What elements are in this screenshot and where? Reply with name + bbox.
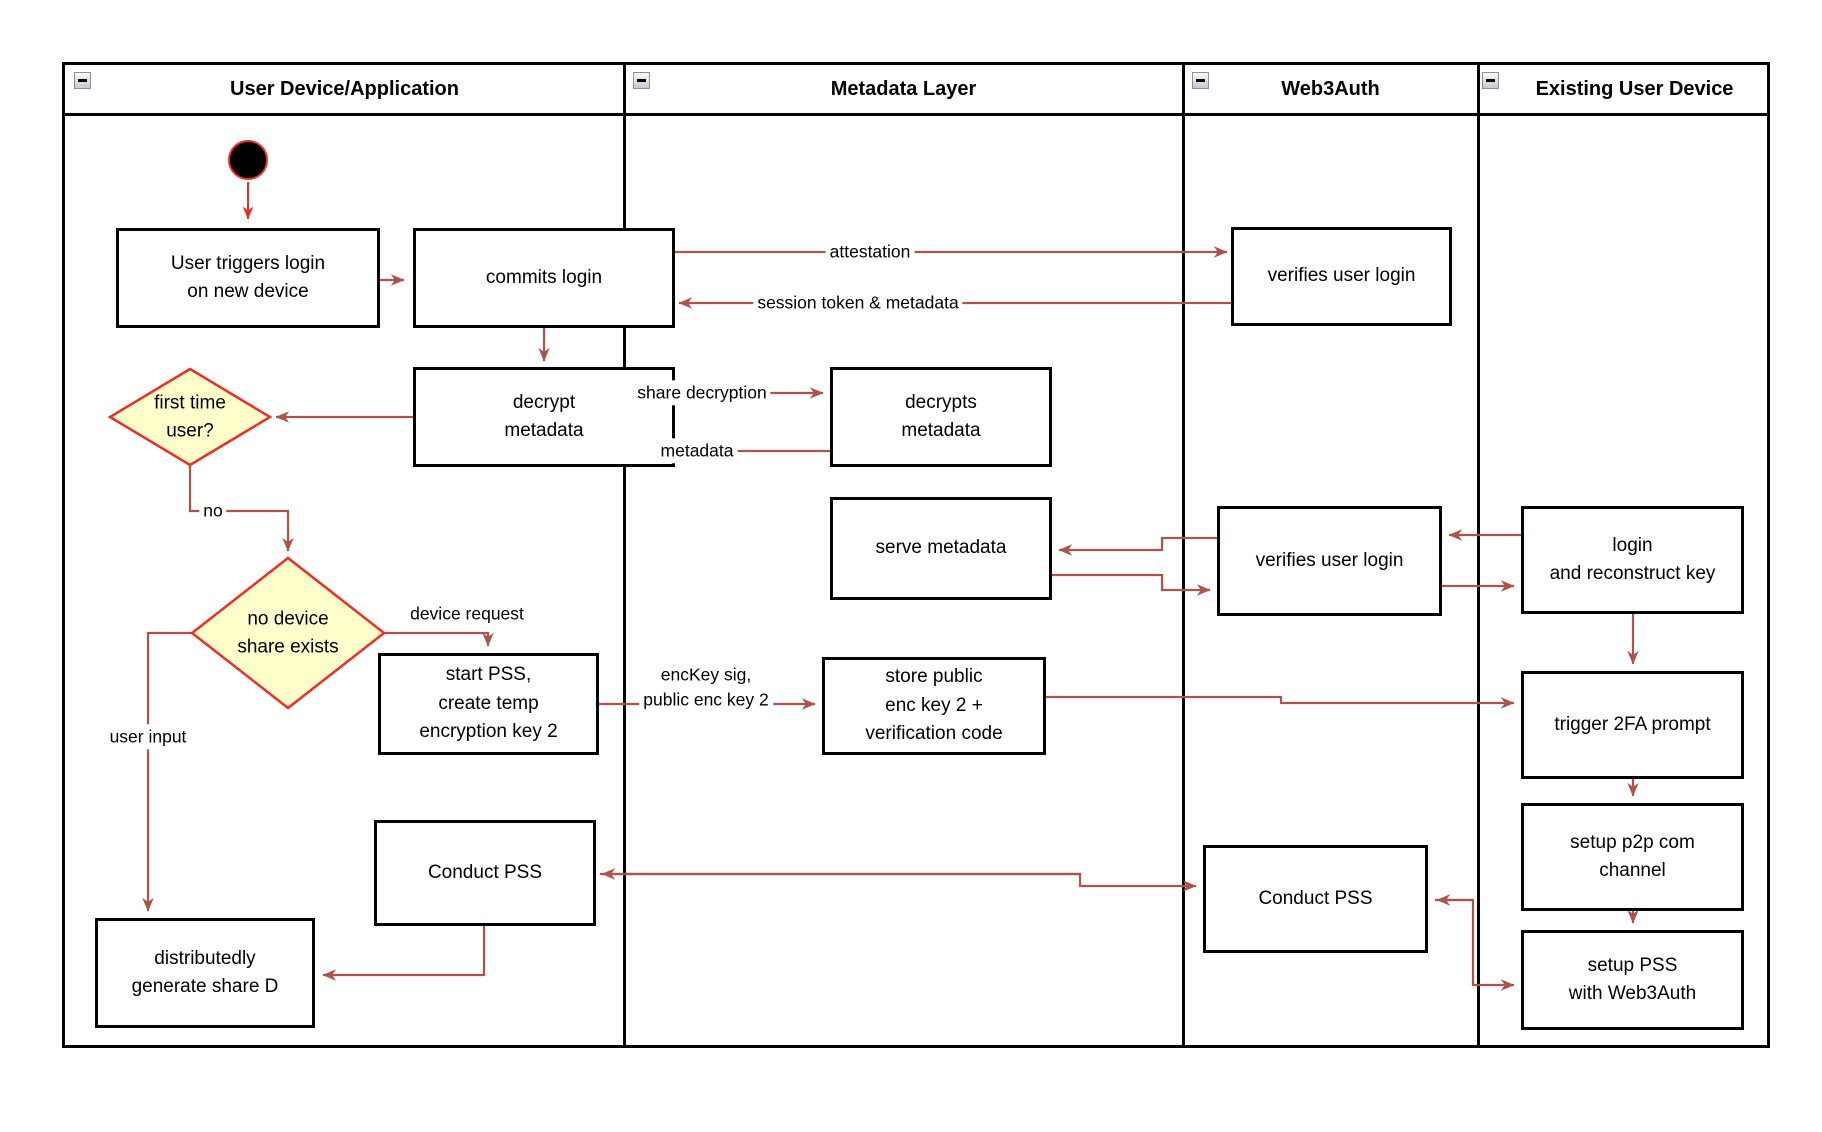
node-start-pss: start PSS, create temp encryption key 2 bbox=[378, 653, 599, 755]
edge-label-share-decryption: share decryption bbox=[633, 380, 771, 406]
initial-state-node bbox=[228, 140, 268, 180]
node-commits-login: commits login bbox=[413, 228, 675, 328]
collapse-lane-icon[interactable] bbox=[1192, 72, 1209, 89]
node-setup-p2p: setup p2p com channel bbox=[1521, 803, 1744, 911]
lane-header-web3auth: Web3Auth bbox=[1183, 65, 1478, 113]
lane-title: Web3Auth bbox=[1281, 77, 1380, 100]
swimlane-pool: User Device/Application Metadata Layer W… bbox=[62, 62, 1770, 1048]
lane-divider bbox=[623, 65, 626, 1045]
lane-title: Existing User Device bbox=[1535, 77, 1734, 100]
collapse-lane-icon[interactable] bbox=[633, 72, 650, 89]
node-user-triggers-login: User triggers login on new device bbox=[116, 228, 380, 328]
node-store-public-key: store public enc key 2 + verification co… bbox=[822, 657, 1046, 755]
node-setup-pss-web3auth: setup PSS with Web3Auth bbox=[1521, 930, 1744, 1030]
edge-label-metadata: metadata bbox=[656, 438, 738, 464]
node-trigger-2fa: trigger 2FA prompt bbox=[1521, 671, 1744, 779]
node-decrypt-metadata: decrypt metadata bbox=[413, 367, 675, 467]
lane-divider bbox=[1182, 65, 1185, 1045]
lane-header-user-device: User Device/Application bbox=[65, 65, 624, 113]
minus-icon bbox=[78, 79, 87, 82]
edge-label-session-token: session token & metadata bbox=[753, 290, 963, 316]
collapse-lane-icon[interactable] bbox=[74, 72, 91, 89]
lane-header-existing-device: Existing User Device bbox=[1478, 65, 1773, 113]
minus-icon bbox=[1196, 79, 1205, 82]
decision-label-no-device-share: no device share exists bbox=[237, 608, 339, 657]
collapse-lane-icon[interactable] bbox=[1482, 72, 1499, 89]
minus-icon bbox=[637, 79, 646, 82]
node-verifies-user-login-top: verifies user login bbox=[1231, 227, 1452, 326]
edge-label-attestation: attestation bbox=[825, 239, 915, 265]
node-distributed-share-d: distributedly generate share D bbox=[95, 918, 315, 1028]
lane-title: Metadata Layer bbox=[830, 77, 977, 100]
edge-label-user-input: user input bbox=[105, 724, 191, 750]
lane-divider bbox=[1477, 65, 1480, 1045]
node-login-reconstruct-key: login and reconstruct key bbox=[1521, 506, 1744, 614]
node-conduct-pss-user: Conduct PSS bbox=[374, 820, 596, 926]
lane-header-metadata-layer: Metadata Layer bbox=[624, 65, 1183, 113]
edge-label-enckey: encKey sig, public enc key 2 bbox=[639, 662, 773, 714]
node-decrypts-metadata: decrypts metadata bbox=[830, 367, 1052, 467]
node-serve-metadata: serve metadata bbox=[830, 497, 1052, 600]
node-verifies-user-login-mid: verifies user login bbox=[1217, 506, 1442, 616]
header-separator bbox=[65, 113, 1767, 116]
decision-label-first-time-user: first time user? bbox=[154, 392, 226, 441]
edge-label-device-request: device request bbox=[406, 601, 528, 627]
edge-label-no: no bbox=[199, 498, 227, 524]
node-conduct-pss-web3auth: Conduct PSS bbox=[1203, 845, 1428, 953]
minus-icon bbox=[1486, 79, 1495, 82]
lane-title: User Device/Application bbox=[230, 77, 459, 100]
